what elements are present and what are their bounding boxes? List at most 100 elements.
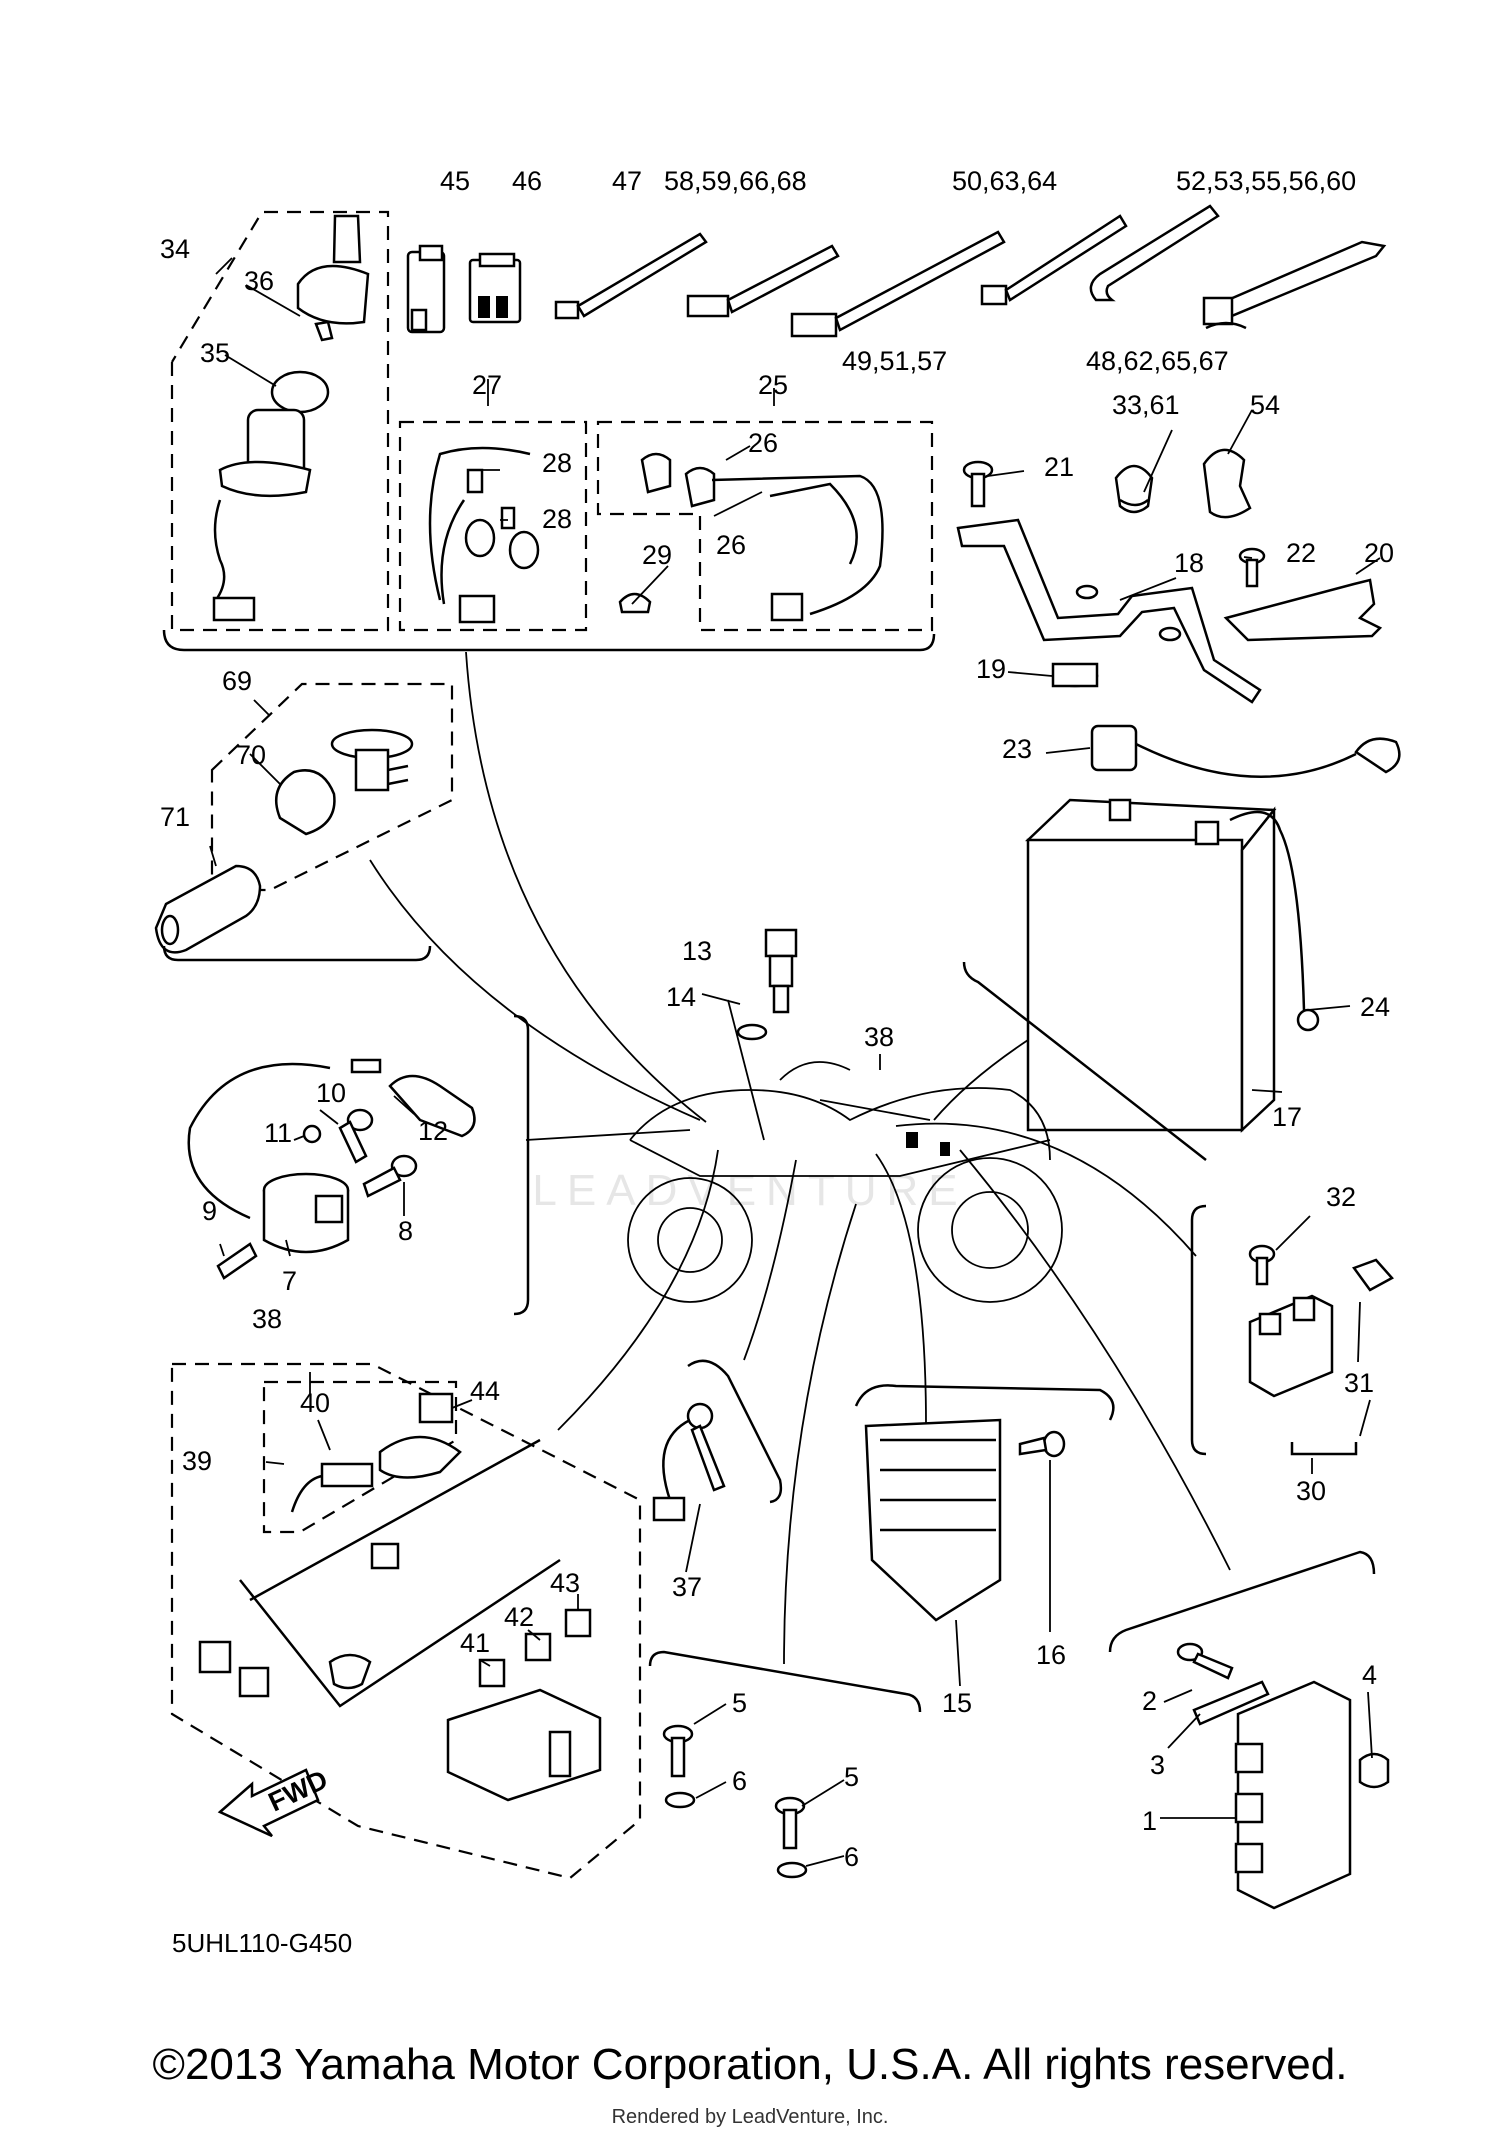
callout-5-a: 5 [732,1688,747,1718]
callout-30: 30 [1296,1476,1326,1506]
callout-27: 27 [472,370,502,400]
callout-69: 69 [222,666,252,696]
part-32-bolt [1248,1244,1276,1286]
part-37-sensor [652,1402,726,1522]
callout-32: 32 [1326,1182,1356,1212]
callout-22: 22 [1286,538,1316,568]
callout-31: 31 [1344,1368,1374,1398]
callout-41: 41 [460,1628,490,1658]
part-9-pin [216,1242,258,1280]
part-40-connector [290,1435,462,1513]
part-27-harness [428,446,540,624]
callout-14: 14 [666,982,696,1012]
callout-13: 13 [682,936,712,966]
box-39 [262,1380,458,1534]
box-25 [596,420,934,632]
part-71-cap [154,864,262,954]
bracket-15 [854,1384,1115,1421]
callout-39: 39 [182,1446,212,1476]
callout-leaders [209,257,1381,1867]
callout-45: 45 [440,166,470,196]
callout-5-b: 5 [844,1762,859,1792]
part-49-cable-tie [790,230,1006,338]
part-29-cap [618,592,652,614]
callout-1: 1 [1142,1806,1157,1836]
part-52-clamp-band [1202,240,1387,330]
callout-26-b: 26 [716,530,746,560]
callout-52-53-55-56-60: 52,53,55,56,60 [1176,166,1356,196]
part-50-cable-tie [980,214,1128,306]
bracket-1 [1108,1550,1376,1653]
part-14-washer [736,1023,768,1041]
callout-8: 8 [398,1216,413,1246]
callout-25: 25 [758,370,788,400]
callout-3: 3 [1150,1750,1165,1780]
callout-28-b: 28 [542,504,572,534]
callout-labels: 45 46 47 58,59,66,68 50,63,64 52,53,55,5… [160,166,1394,1872]
part-38-harness-body [198,1438,561,1708]
callout-48-62-65-67: 48,62,65,67 [1086,346,1229,376]
part-46-relay-coupler [468,252,522,324]
rendered-by-credit: Rendered by LeadVenture, Inc. [611,2106,889,2128]
copyright-notice: ©2013 Yamaha Motor Corporation, U.S.A. A… [152,2040,1348,2089]
leader-lines [369,651,1231,1665]
bracket-37 [687,1359,783,1504]
callout-4: 4 [1362,1660,1377,1690]
callout-7: 7 [282,1266,297,1296]
atv-illustration [627,1061,1063,1303]
callout-28-a: 28 [542,448,572,478]
bracket-30 [1190,1204,1207,1456]
callout-58-59-66-68: 58,59,66,68 [664,166,807,196]
callout-10: 10 [316,1078,346,1108]
bracket-7 [513,1014,530,1316]
part-5-bolt-b [774,1796,806,1850]
part-6-washer-b [776,1861,808,1879]
part-fuse-box [446,1688,602,1802]
part-35-main-switch [212,370,330,622]
part-58-cable-tie [686,244,840,318]
callout-50-63-64: 50,63,64 [952,166,1057,196]
callout-33-61: 33,61 [1112,390,1180,420]
callout-23: 23 [1002,734,1032,764]
part-20-plate [1223,578,1383,642]
part-13-switch [764,928,798,1014]
bracket-69 [162,945,432,962]
part-6-washer-a [664,1791,696,1809]
callout-37: 37 [672,1572,702,1602]
part-1-cdi-unit [1234,1680,1352,1910]
part-36-key [296,214,370,342]
callout-15: 15 [942,1688,972,1718]
callout-29: 29 [642,540,672,570]
part-3-bracket [1192,1680,1270,1726]
bracket-17 [962,961,1207,1161]
part-23-cover [1090,724,1401,778]
part-24-cable [1229,810,1320,1032]
part-22-screw [1238,547,1266,588]
part-48-cable-tie [1089,204,1220,302]
part-33-clamp [1114,464,1154,514]
part-21-bolt [962,460,994,508]
callout-38-b: 38 [252,1304,282,1334]
callout-49-51-57: 49,51,57 [842,346,947,376]
callout-43: 43 [550,1568,580,1598]
part-25-harness [640,452,884,622]
part-47-cable-tie [554,232,708,320]
diagram-code: 5UHL110-G450 [172,1928,353,1958]
part-16-bolt [1018,1430,1066,1458]
part-41-fuse [478,1658,506,1688]
part-7-relay [262,1172,350,1254]
part-18-bracket [956,518,1262,704]
callout-40: 40 [300,1388,330,1418]
callout-34: 34 [160,234,190,264]
part-44-coupler [418,1392,454,1424]
part-5-bolt-a [662,1724,694,1778]
part-31-fuse [1352,1258,1394,1292]
bracket-top [162,629,936,652]
callout-44: 44 [470,1376,500,1406]
fwd-arrow: FWD [217,1764,332,1838]
callout-17: 17 [1272,1102,1302,1132]
box-34 [170,210,390,632]
watermark: LEADVENTURE [532,1166,967,1215]
callout-6-a: 6 [732,1766,747,1796]
